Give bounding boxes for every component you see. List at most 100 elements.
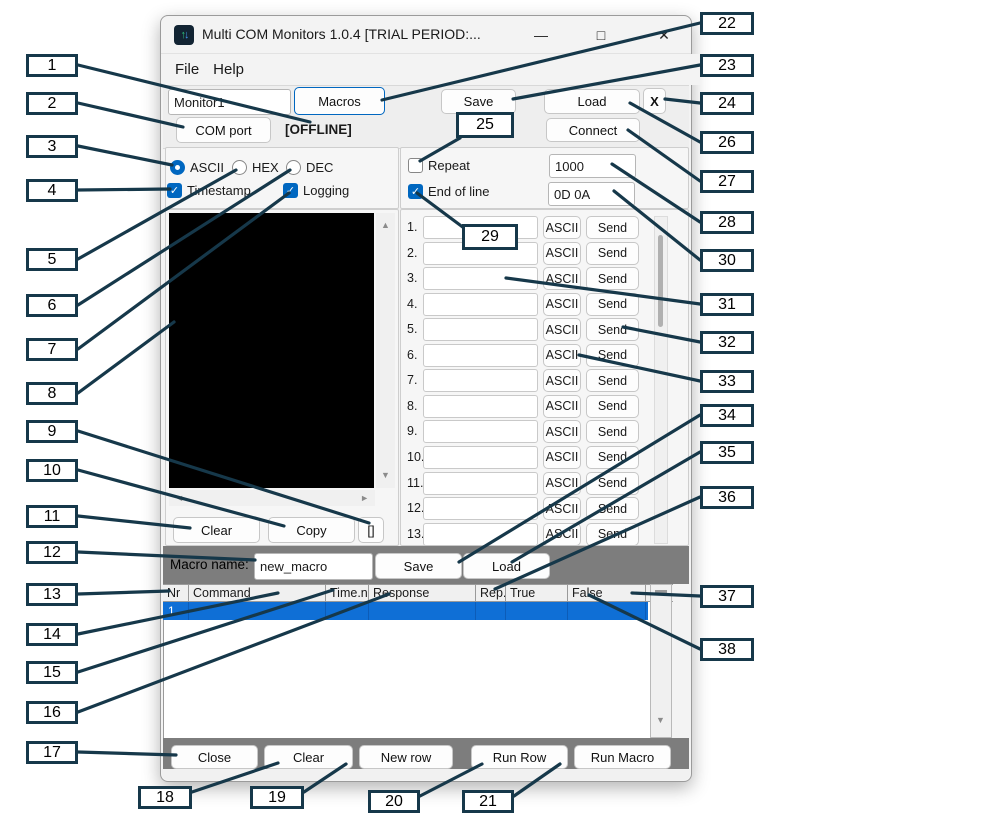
connect-button[interactable]: Connect xyxy=(546,118,640,142)
send-row-ascii-button[interactable]: ASCII xyxy=(543,292,581,316)
macro-save-button[interactable]: Save xyxy=(375,553,462,579)
radio-dec-icon[interactable] xyxy=(286,160,301,175)
send-row-input[interactable] xyxy=(423,522,538,546)
timestamp-checkbox[interactable]: ✓ Timestamp xyxy=(167,183,251,198)
table-scroll-down-icon[interactable]: ▼ xyxy=(656,715,665,725)
send-row-input[interactable] xyxy=(423,445,538,469)
table-column-timen[interactable]: Time.n xyxy=(326,585,369,601)
terminal-horizontal-scrollbar[interactable]: ◄ ► xyxy=(169,490,375,506)
run-macro-button[interactable]: Run Macro xyxy=(574,745,671,769)
table-column-true[interactable]: True xyxy=(506,585,568,601)
send-row-input[interactable] xyxy=(423,267,538,291)
table-column-response[interactable]: Response xyxy=(369,585,476,601)
clear-table-button[interactable]: Clear xyxy=(264,745,353,769)
com-port-button[interactable]: COM port xyxy=(176,117,271,143)
table-cell[interactable]: 1 xyxy=(163,602,189,620)
selected-table-row[interactable]: 1 xyxy=(163,602,648,620)
repeat-check-icon[interactable] xyxy=(408,158,423,173)
send-row-ascii-button[interactable]: ASCII xyxy=(543,420,581,444)
send-row-send-button[interactable]: Send xyxy=(586,445,639,469)
menu-help[interactable]: Help xyxy=(213,61,245,78)
send-row-ascii-button[interactable]: ASCII xyxy=(543,241,581,265)
send-row-send-button[interactable]: Send xyxy=(586,267,639,291)
send-row-send-button[interactable]: Send xyxy=(586,216,639,239)
table-column-false[interactable]: False xyxy=(568,585,646,601)
scroll-down-icon[interactable]: ▼ xyxy=(381,470,390,480)
macros-button[interactable]: Macros xyxy=(294,87,385,115)
send-row-input[interactable] xyxy=(423,292,538,316)
table-column-nr[interactable]: Nr xyxy=(163,585,189,601)
monitor-name-input[interactable]: Monitor1 xyxy=(168,89,291,115)
scroll-right-icon[interactable]: ► xyxy=(360,493,369,503)
send-row-ascii-button[interactable]: ASCII xyxy=(543,445,581,469)
table-cell[interactable] xyxy=(326,602,369,620)
run-row-button[interactable]: Run Row xyxy=(471,745,568,769)
radio-hex-icon[interactable] xyxy=(232,160,247,175)
terminal-copy-button[interactable]: Copy xyxy=(268,517,355,543)
terminal-display[interactable] xyxy=(169,213,374,488)
minimize-button[interactable]: — xyxy=(534,27,548,43)
logging-check-icon[interactable]: ✓ xyxy=(283,183,298,198)
table-cell[interactable] xyxy=(369,602,476,620)
end-of-line-checkbox[interactable]: ✓ End of line xyxy=(408,184,489,199)
brackets-button[interactable]: [] xyxy=(358,517,384,543)
table-cell[interactable] xyxy=(568,602,646,620)
send-row-input[interactable] xyxy=(423,369,538,393)
end-of-line-value-input[interactable]: 0D 0A xyxy=(548,182,635,206)
radio-ascii-icon[interactable] xyxy=(170,160,185,175)
terminal-vertical-scrollbar[interactable]: ▲ ▼ xyxy=(376,213,395,488)
send-row-send-button[interactable]: Send xyxy=(586,318,639,342)
repeat-count-input[interactable]: 1000 xyxy=(549,154,636,178)
load-button[interactable]: Load xyxy=(544,89,640,114)
send-row-ascii-button[interactable]: ASCII xyxy=(543,318,581,342)
close-button[interactable]: ✕ xyxy=(658,26,670,43)
send-row-ascii-button[interactable]: ASCII xyxy=(543,343,581,367)
radio-dec[interactable]: DEC xyxy=(286,160,333,175)
macro-table-body[interactable] xyxy=(163,602,650,738)
send-row-ascii-button[interactable]: ASCII xyxy=(543,471,581,495)
terminal-clear-button[interactable]: Clear xyxy=(173,517,260,543)
send-row-input[interactable] xyxy=(423,420,538,444)
logging-checkbox[interactable]: ✓ Logging xyxy=(283,183,349,198)
send-row-send-button[interactable]: Send xyxy=(586,343,639,367)
table-column-command[interactable]: Command xyxy=(189,585,326,601)
send-row-send-button[interactable]: Send xyxy=(586,241,639,265)
send-row-send-button[interactable]: Send xyxy=(586,497,639,521)
send-row-ascii-button[interactable]: ASCII xyxy=(543,394,581,418)
end-of-line-check-icon[interactable]: ✓ xyxy=(408,184,423,199)
send-row-send-button[interactable]: Send xyxy=(586,369,639,393)
timestamp-check-icon[interactable]: ✓ xyxy=(167,183,182,198)
radio-ascii[interactable]: ASCII xyxy=(170,160,224,175)
send-row-input[interactable] xyxy=(423,394,538,418)
macro-load-button[interactable]: Load xyxy=(463,553,550,579)
maximize-button[interactable]: □ xyxy=(596,27,606,43)
send-row-send-button[interactable]: Send xyxy=(586,292,639,316)
table-scrollbar-thumb[interactable] xyxy=(655,590,667,595)
send-row-ascii-button[interactable]: ASCII xyxy=(543,267,581,291)
send-row-send-button[interactable]: Send xyxy=(586,471,639,495)
new-row-button[interactable]: New row xyxy=(359,745,453,769)
send-row-send-button[interactable]: Send xyxy=(586,420,639,444)
send-row-input[interactable] xyxy=(423,343,538,367)
scroll-up-icon[interactable]: ▲ xyxy=(381,220,390,230)
send-row-input[interactable] xyxy=(423,318,538,342)
table-cell[interactable] xyxy=(189,602,326,620)
table-column-rep[interactable]: Rep. xyxy=(476,585,506,601)
send-row-send-button[interactable]: Send xyxy=(586,394,639,418)
send-row-ascii-button[interactable]: ASCII xyxy=(543,497,581,521)
send-row-ascii-button[interactable]: ASCII xyxy=(543,369,581,393)
close-macro-button[interactable]: Close xyxy=(171,745,258,769)
send-row-ascii-button[interactable]: ASCII xyxy=(543,522,581,546)
radio-hex[interactable]: HEX xyxy=(232,160,279,175)
repeat-checkbox[interactable]: Repeat xyxy=(408,158,470,173)
menu-file[interactable]: File xyxy=(175,61,200,78)
save-button[interactable]: Save xyxy=(441,89,516,114)
send-row-input[interactable] xyxy=(423,497,538,521)
send-row-ascii-button[interactable]: ASCII xyxy=(543,216,581,239)
scroll-left-icon[interactable]: ◄ xyxy=(175,493,184,503)
send-row-send-button[interactable]: Send xyxy=(586,522,639,546)
table-scrollbar[interactable]: ▼ xyxy=(650,584,672,738)
macro-name-input[interactable]: new_macro xyxy=(254,553,373,580)
table-cell[interactable] xyxy=(506,602,568,620)
send-row-input[interactable] xyxy=(423,471,538,495)
